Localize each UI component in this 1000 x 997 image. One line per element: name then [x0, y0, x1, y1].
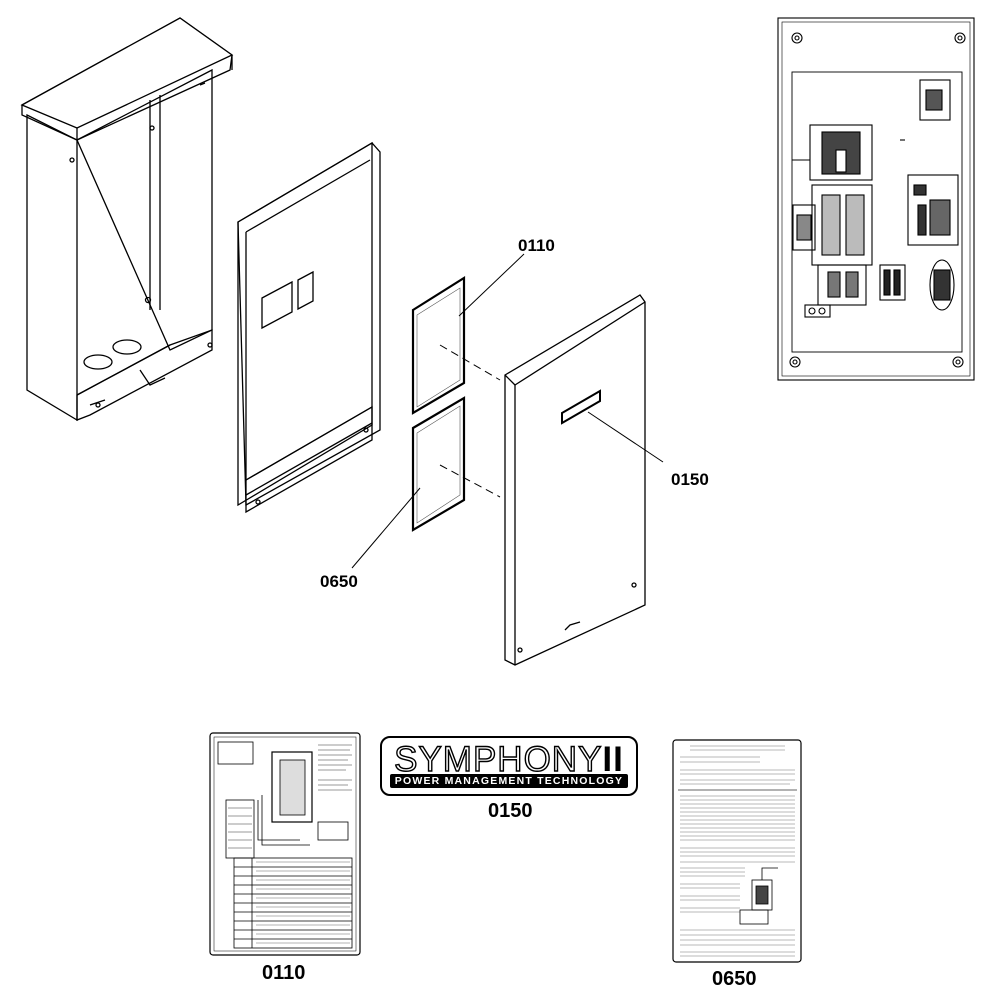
label-0110-wiring-diagram [209, 732, 361, 956]
leader-lines [351, 253, 664, 569]
dead-front-panel [237, 141, 381, 514]
label-panels-exploded [411, 276, 501, 532]
callout-0110: 0110 [518, 236, 555, 255]
brand-subtitle: POWER MANAGEMENT TECHNOLOGY [390, 774, 628, 788]
symphony-logo-label: SYMPHONYII POWER MANAGEMENT TECHNOLOGY [380, 736, 638, 796]
label-0650-instructions [672, 739, 802, 963]
part-label-0650: 0650 [712, 968, 757, 990]
brand-title-text: SYMPHONY [393, 739, 603, 779]
callout-0650: 0650 [320, 572, 358, 591]
callout-0150: 0150 [671, 470, 709, 489]
enclosure-box [20, 17, 234, 422]
part-label-0110: 0110 [262, 962, 306, 984]
brand-title: SYMPHONYII [382, 739, 636, 780]
part-label-0150: 0150 [488, 800, 533, 822]
interior-view [777, 17, 975, 381]
outer-door [504, 294, 646, 666]
brand-suffix-text: II [602, 740, 624, 779]
